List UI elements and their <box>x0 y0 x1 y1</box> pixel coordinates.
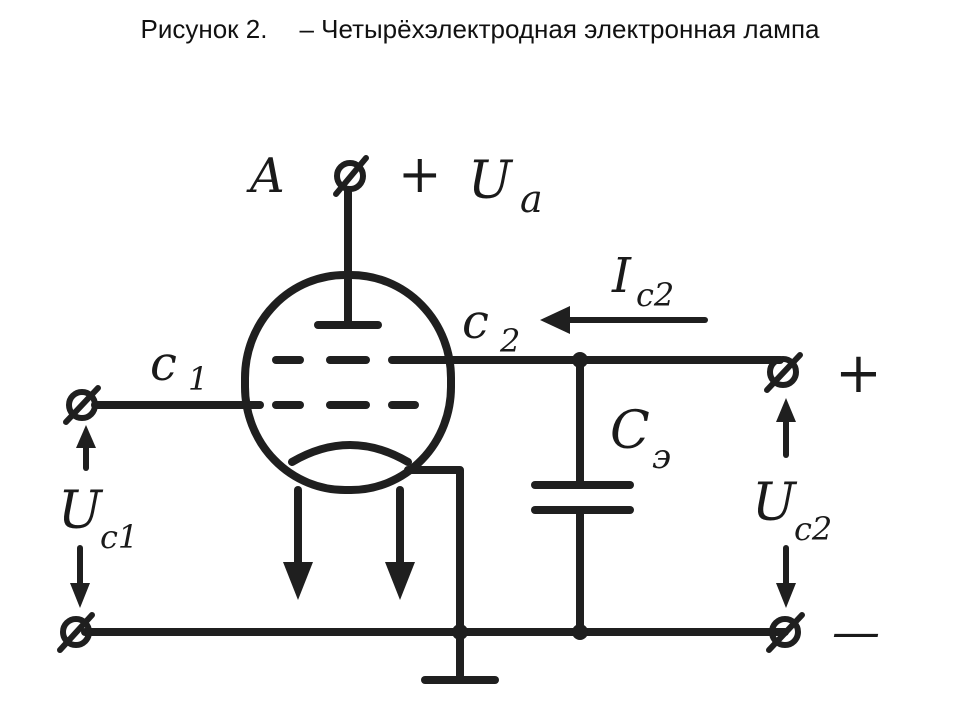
terminal-grid2 <box>764 352 803 393</box>
caption-number: Рисунок 2. <box>140 14 268 44</box>
grid1-label: c <box>150 336 177 392</box>
junction-dot-cap-bottom <box>572 624 588 640</box>
capacitor-label: C <box>610 401 650 461</box>
grid2-sub: 2 <box>499 322 520 360</box>
current-label: I <box>611 248 632 304</box>
current-arrow-head <box>540 306 570 334</box>
caption-text: – Четырёхэлектродная электронная лампа <box>299 14 820 44</box>
cathode-lead <box>404 466 464 636</box>
terminal-bottom-right <box>766 612 805 653</box>
ug1-label: U <box>58 481 104 541</box>
current-sub: c2 <box>636 276 674 314</box>
ug2-arrow-up-head <box>776 398 796 422</box>
anode-label: A <box>246 148 285 204</box>
ug1-arrow-down-head <box>70 583 90 608</box>
ug2-arrow-down-head <box>776 583 796 608</box>
ug1-sub: c1 <box>100 518 138 556</box>
cathode-arc <box>288 441 412 466</box>
terminal-grid1 <box>63 385 101 425</box>
figure-caption: Рисунок 2. – Четырёхэлектродная электронн… <box>0 14 960 45</box>
terminal-bottom-left <box>57 612 95 653</box>
terminal-anode <box>333 155 369 197</box>
grid2-label: c <box>462 294 489 350</box>
junction-dot-top <box>572 352 588 368</box>
junction-dot-ground <box>452 624 468 640</box>
anode-plus-sign: + <box>398 145 442 205</box>
ug1-arrow-up-head <box>76 425 96 448</box>
heater-arrow-right <box>385 562 415 600</box>
minus-sign: — <box>832 604 880 660</box>
grid1-sub: 1 <box>188 360 208 398</box>
plus-sign: + <box>835 341 882 406</box>
anode-voltage-sub: a <box>520 177 543 221</box>
ug2-label: U <box>752 473 798 533</box>
ug2-sub: c2 <box>794 510 832 548</box>
heater-arrow-left <box>283 562 313 600</box>
capacitor-sub: э <box>652 437 671 477</box>
anode-voltage-label: U <box>468 151 514 211</box>
